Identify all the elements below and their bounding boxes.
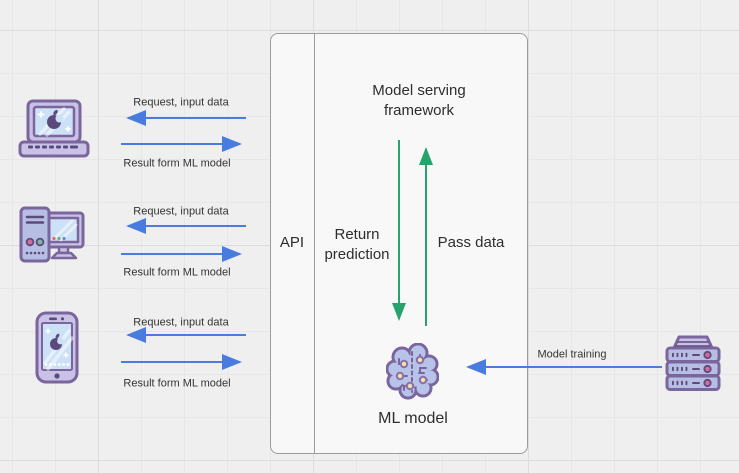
ml-model-label: ML model: [378, 410, 448, 427]
api-label: API: [279, 234, 305, 251]
result-label-phone: Result form ML model: [123, 377, 231, 390]
request-label-phone: Request, input data: [133, 316, 229, 329]
return-prediction-label: Return prediction: [324, 226, 390, 263]
model-training-label: Model training: [537, 348, 607, 361]
laptop-icon[interactable]: [17, 99, 91, 159]
pass-data-label: Pass data: [437, 234, 505, 251]
result-label-laptop: Result form ML model: [123, 157, 231, 170]
framework-title: Model serving framework: [372, 82, 466, 119]
api-column-divider: [314, 33, 315, 454]
ml-model-brain-icon[interactable]: [386, 343, 439, 401]
request-label-desktop: Request, input data: [133, 205, 229, 218]
result-label-desktop: Result form ML model: [123, 266, 231, 279]
training-server-icon[interactable]: [663, 333, 723, 393]
desktop-computer-icon[interactable]: [19, 206, 85, 266]
smartphone-icon[interactable]: [35, 311, 79, 384]
request-label-laptop: Request, input data: [133, 96, 229, 109]
